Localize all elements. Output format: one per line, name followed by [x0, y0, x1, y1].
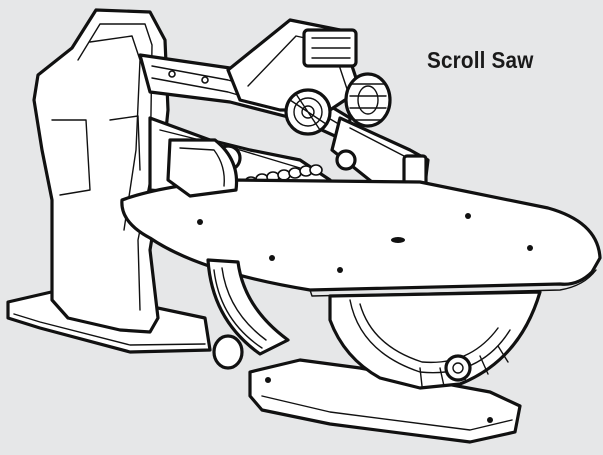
blade-head	[226, 18, 362, 112]
bevel-scale	[206, 258, 542, 390]
motor-housing	[166, 138, 239, 198]
tension-knob	[284, 88, 332, 136]
work-table	[120, 178, 602, 297]
speed-knob	[344, 72, 392, 128]
rear-housing	[32, 8, 170, 334]
saw-base-front	[212, 334, 522, 444]
blade-hold-down	[330, 116, 430, 239]
figure-title: Scroll Saw	[427, 47, 534, 73]
